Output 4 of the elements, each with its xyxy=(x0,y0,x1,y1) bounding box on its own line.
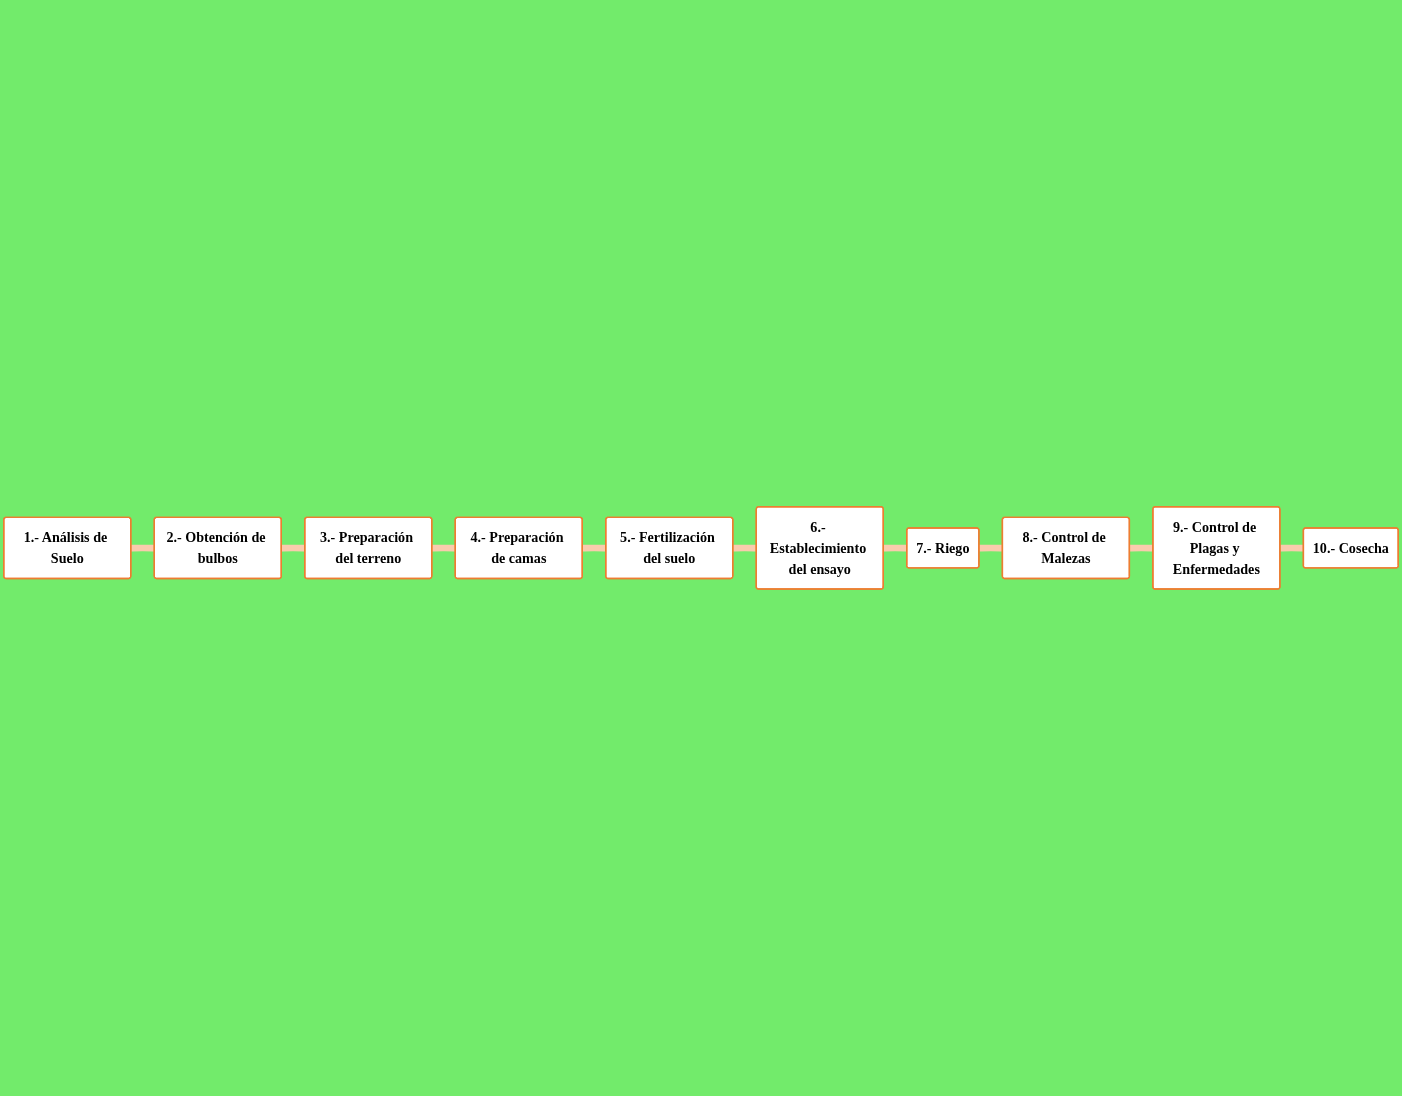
connector xyxy=(1128,544,1155,552)
connector xyxy=(581,544,608,552)
connector xyxy=(280,544,307,552)
connector xyxy=(882,544,909,552)
